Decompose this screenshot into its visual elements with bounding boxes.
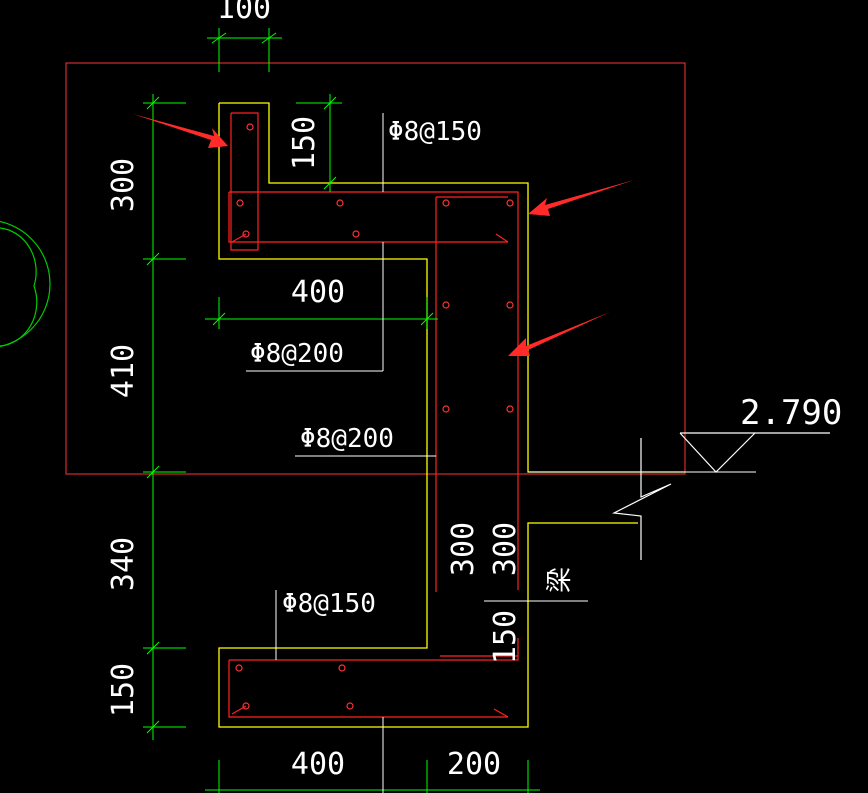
dim-mid-400: 400 (291, 275, 345, 310)
rebar-label-mid-2: Φ8@200 (300, 424, 394, 454)
dim-bottom-400: 400 (291, 747, 345, 782)
leader-lines (246, 113, 756, 793)
beam-outline-box (65, 62, 686, 475)
elevation-triangle-icon (679, 432, 830, 473)
dim-step-150: 150 (287, 116, 322, 170)
dim-top-100: 100 (217, 0, 271, 26)
dim-vert-150-right: 150 (488, 610, 523, 664)
dim-bottom-200: 200 (447, 747, 501, 782)
partial-circle (0, 220, 51, 348)
dim-left-300: 300 (106, 158, 141, 212)
dim-left-410: 410 (106, 344, 141, 398)
dim-left-340: 340 (106, 537, 141, 591)
dim-left-150: 150 (106, 663, 141, 717)
dim-vert-300-b: 300 (488, 522, 523, 576)
rebar-dots (235, 123, 514, 710)
rebar-label-top: Φ8@150 (388, 117, 482, 147)
elevation-value: 2.790 (740, 393, 842, 433)
break-line-icon (611, 438, 672, 560)
rebar-label-mid-1: Φ8@200 (250, 339, 344, 369)
rebar-lines (228, 112, 519, 718)
dimension-lines (143, 28, 540, 793)
rebar-label-bottom: Φ8@150 (282, 589, 376, 619)
concrete-outline-left (218, 103, 638, 728)
beam-label: 梁 (545, 567, 575, 593)
dim-vert-300-a: 300 (446, 522, 481, 576)
red-arrow-icon (133, 114, 634, 356)
